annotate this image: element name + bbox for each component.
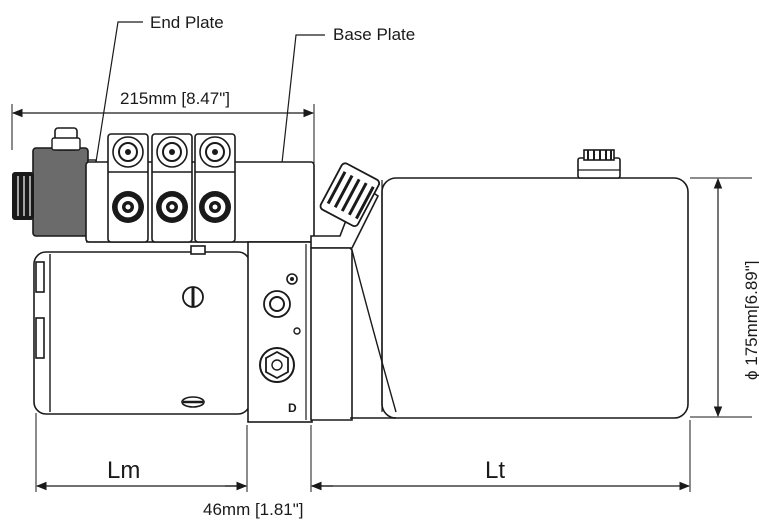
bottom-dimensions: Lm Lt 46mm [1.81"] (35, 413, 691, 519)
valve-3 (194, 133, 236, 243)
tank-neck (310, 162, 381, 249)
breather-cap-icon (319, 162, 381, 228)
top-width-label: 215mm [8.47"] (120, 89, 230, 108)
solenoid-connector (12, 127, 97, 237)
end-plate-label: End Plate (150, 13, 224, 32)
base-plate-callout: Base Plate (280, 25, 415, 173)
diameter-dimension: ϕ 175mm[6.89"] (690, 177, 759, 418)
pressure-port (259, 347, 295, 383)
motor-length-label: Lm (107, 457, 140, 484)
pump-manifold: D (247, 241, 313, 423)
manifold-width-label: 46mm [1.81"] (203, 500, 304, 519)
reservoir-tank (310, 149, 689, 421)
filler-cap-icon (577, 149, 621, 179)
base-plate-label: Base Plate (333, 25, 415, 44)
tank-length-label: Lt (485, 457, 505, 484)
electric-motor (33, 245, 251, 415)
diameter-label: ϕ 175mm[6.89"] (742, 261, 759, 381)
valve-stack (107, 133, 236, 243)
marking-label: D (288, 401, 297, 415)
valve-2 (151, 133, 193, 243)
solenoid-coil-icon (32, 147, 89, 237)
valve-1 (107, 133, 149, 243)
port-fitting-icon (263, 290, 291, 318)
